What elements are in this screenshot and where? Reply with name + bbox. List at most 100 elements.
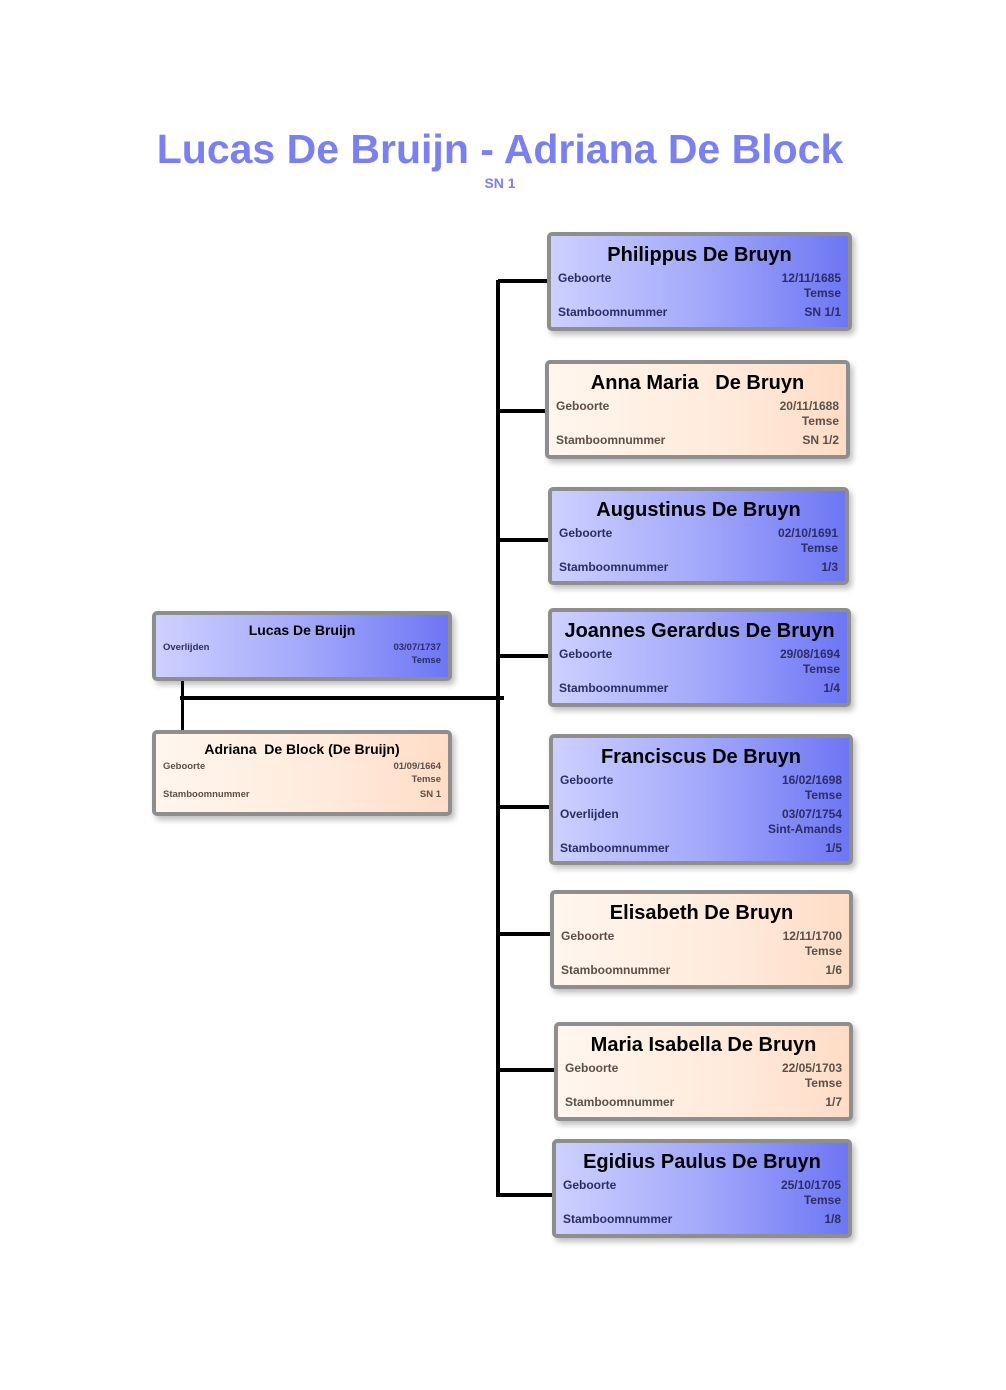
child-branch-line bbox=[498, 654, 548, 658]
sn-value: SN 1/2 bbox=[802, 433, 839, 447]
event-date: 12/11/1700 bbox=[782, 929, 842, 943]
person-name: Elisabeth De Bruyn bbox=[609, 902, 794, 924]
sn-label: Stamboomnummer bbox=[561, 963, 671, 977]
sn-value: 1/5 bbox=[825, 841, 842, 855]
event-label: Overlijden bbox=[163, 642, 210, 653]
sn-label: Stamboomnummer bbox=[163, 789, 250, 800]
event-label: Geboorte bbox=[163, 761, 206, 772]
stamboomnummer-row: Stamboomnummer SN 1/2 bbox=[556, 433, 839, 448]
sn-label: Stamboomnummer bbox=[563, 1212, 673, 1226]
event-place: Temse bbox=[804, 788, 842, 802]
event-label: Geboorte bbox=[559, 647, 613, 661]
page-title: Lucas De Bruijn - Adriana De Block bbox=[156, 126, 844, 172]
child-branch-line bbox=[498, 538, 548, 542]
child-branch-line bbox=[498, 1068, 554, 1072]
event-date: 03/07/1754 bbox=[781, 807, 842, 821]
event-date: 20/11/1688 bbox=[779, 399, 839, 413]
event-place: Temse bbox=[801, 414, 839, 428]
sn-label: Stamboomnummer bbox=[560, 841, 670, 855]
person-name: Maria Isabella De Bruyn bbox=[590, 1034, 817, 1056]
event-place: Temse bbox=[800, 541, 838, 555]
event-place: Sint-Amands bbox=[767, 822, 842, 836]
stamboomnummer-row: Stamboomnummer 1/4 bbox=[559, 681, 840, 696]
sn-value: 1/4 bbox=[823, 681, 840, 695]
person-name: Adriana De Block (De Bruijn) bbox=[204, 741, 400, 757]
event-place: Temse bbox=[804, 1076, 842, 1090]
event-label: Geboorte bbox=[558, 271, 612, 285]
person-name: Joannes Gerardus De Bruyn bbox=[564, 620, 835, 642]
child-branch-line bbox=[498, 279, 547, 283]
sn-label: Stamboomnummer bbox=[556, 433, 666, 447]
sn-value: 1/7 bbox=[825, 1095, 842, 1109]
event-date: 25/10/1705 bbox=[780, 1178, 841, 1192]
person-name: Egidius Paulus De Bruyn bbox=[583, 1151, 821, 1173]
page-subtitle: SN 1 bbox=[484, 175, 516, 191]
event-label: Overlijden bbox=[560, 807, 619, 821]
event-date: 16/02/1698 bbox=[781, 773, 842, 787]
event-label: Geboorte bbox=[565, 1061, 619, 1075]
couple-vertical-line bbox=[181, 680, 184, 730]
event-place: Temse bbox=[804, 944, 842, 958]
sn-label: Stamboomnummer bbox=[565, 1095, 675, 1109]
couple-line bbox=[180, 696, 504, 700]
event-date: 12/11/1685 bbox=[781, 271, 841, 285]
person-name: Franciscus De Bruyn bbox=[600, 746, 802, 768]
event-place: Temse bbox=[411, 655, 441, 666]
event-label: Geboorte bbox=[556, 399, 610, 413]
event-place: Temse bbox=[411, 774, 441, 785]
event-date: 29/08/1694 bbox=[779, 647, 840, 661]
person-name: Philippus De Bruyn bbox=[607, 244, 792, 266]
event-date: 01/09/1664 bbox=[393, 761, 441, 772]
stamboomnummer-row: Stamboomnummer 1/7 bbox=[565, 1095, 842, 1110]
event-place: Temse bbox=[803, 286, 841, 300]
sn-label: Stamboomnummer bbox=[558, 305, 668, 319]
event-place: Temse bbox=[803, 1193, 841, 1207]
stamboomnummer-row: Stamboomnummer 1/5 bbox=[560, 841, 842, 856]
stamboomnummer-row: Stamboomnummer SN 1 bbox=[163, 788, 441, 801]
sn-value: 1/6 bbox=[825, 963, 842, 977]
child-branch-line bbox=[498, 409, 545, 413]
stamboomnummer-row: Stamboomnummer 1/6 bbox=[561, 963, 842, 978]
sn-value: SN 1 bbox=[419, 789, 441, 800]
sn-label: Stamboomnummer bbox=[559, 560, 669, 574]
sibling-trunk-line bbox=[496, 280, 500, 1197]
person-name: Anna Maria De Bruyn bbox=[590, 372, 805, 394]
event-label: Geboorte bbox=[560, 773, 614, 787]
sn-value: 1/3 bbox=[821, 560, 838, 574]
event-place: Temse bbox=[802, 662, 840, 676]
child-branch-line bbox=[498, 805, 549, 809]
event-label: Geboorte bbox=[563, 1178, 617, 1192]
person-card[interactable]: Adriana De Block (De Bruijn) Geboorte 01/0… bbox=[152, 730, 452, 816]
person-name: Augustinus De Bruyn bbox=[596, 499, 801, 521]
event-date: 03/07/1737 bbox=[393, 642, 441, 653]
sn-label: Stamboomnummer bbox=[559, 681, 669, 695]
